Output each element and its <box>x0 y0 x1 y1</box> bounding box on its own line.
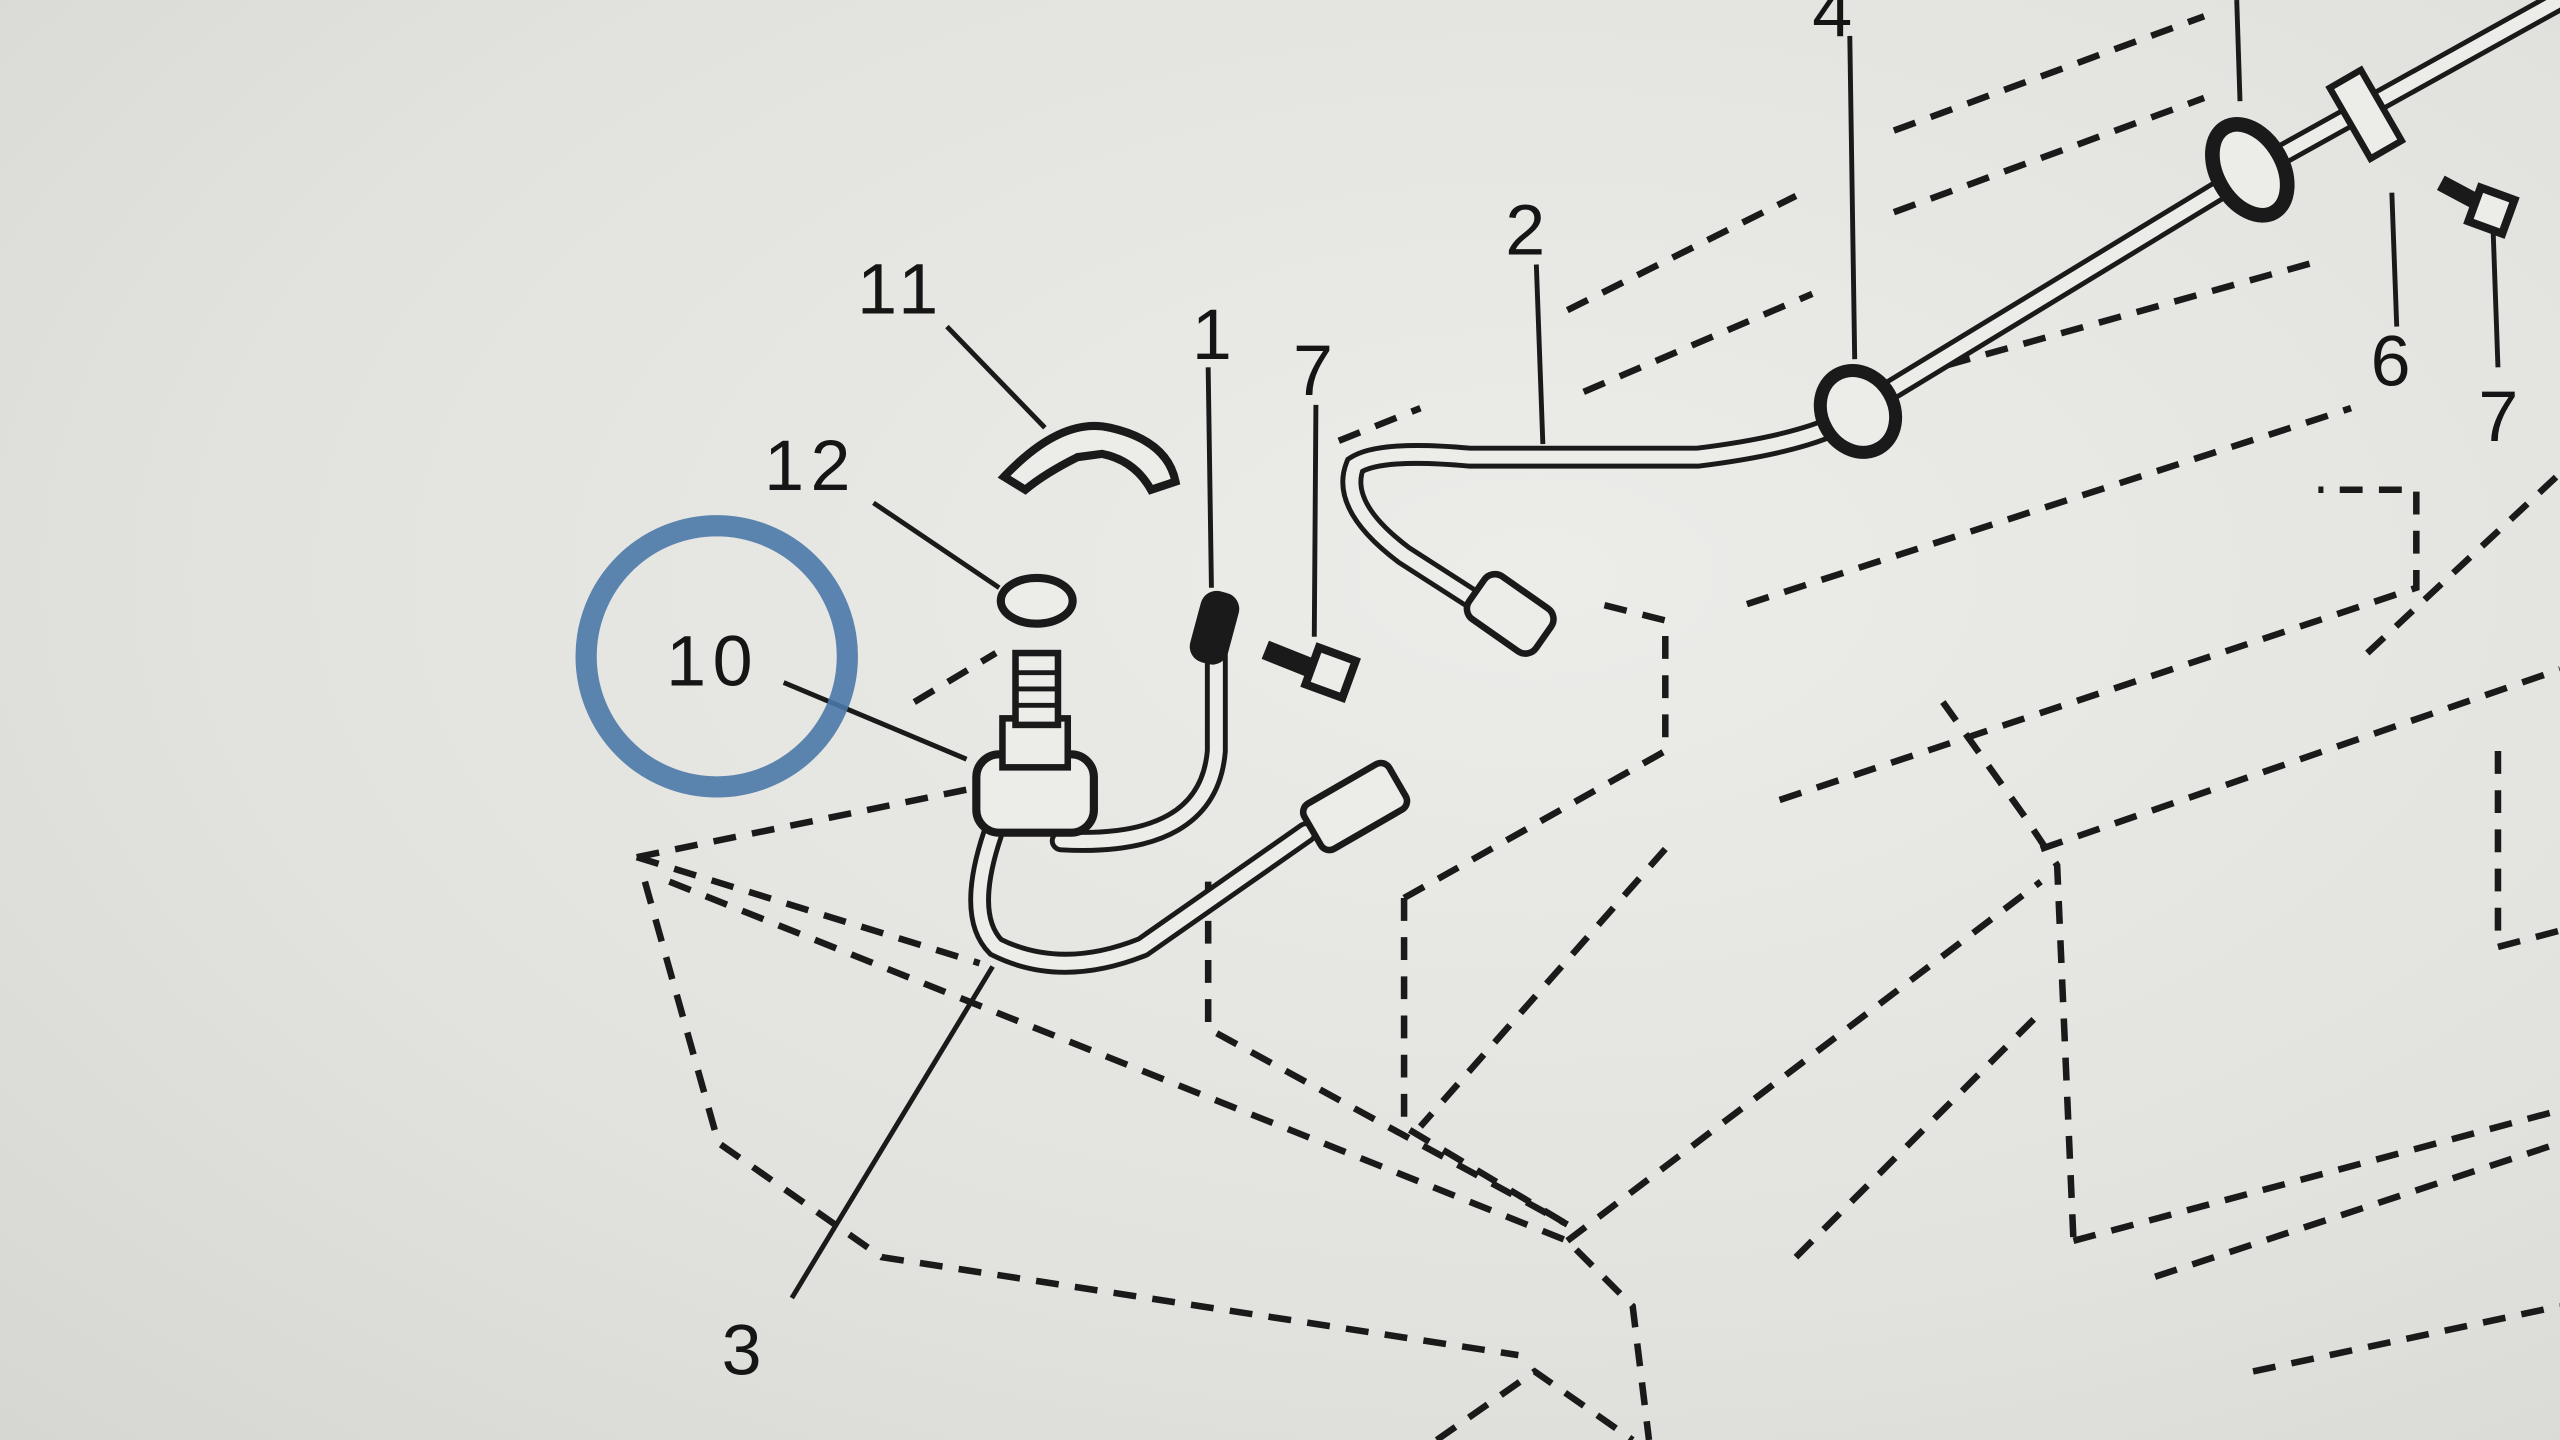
callout-2: 2 <box>1505 191 1551 271</box>
cable-part-2 <box>1340 0 2560 657</box>
grommet-part-4 <box>1813 363 1903 459</box>
battery-tray-outline <box>635 13 2560 1440</box>
cable-part-3 <box>968 590 1411 975</box>
callout-7-second: 7 <box>2478 377 2524 457</box>
bolt-part-7-second <box>2436 175 2520 239</box>
cap-part-12 <box>996 573 1077 628</box>
callout-3: 3 <box>722 1311 768 1391</box>
callout-4: 4 <box>1812 0 1858 52</box>
clip-part-11 <box>997 421 1181 495</box>
callout-12: 12 <box>764 426 857 506</box>
callout-7: 7 <box>1293 331 1339 411</box>
clip-part-6 <box>2325 65 2407 164</box>
callout-11: 11 <box>857 249 945 329</box>
callout-1: 1 <box>1192 295 1238 375</box>
terminal-post-part-10 <box>972 649 1098 837</box>
leader-lines <box>782 0 2501 1300</box>
callout-10: 10 <box>666 622 759 702</box>
callout-6: 6 <box>2371 321 2417 401</box>
bolt-part-7 <box>1261 640 1361 703</box>
highlight-circle <box>575 515 858 798</box>
